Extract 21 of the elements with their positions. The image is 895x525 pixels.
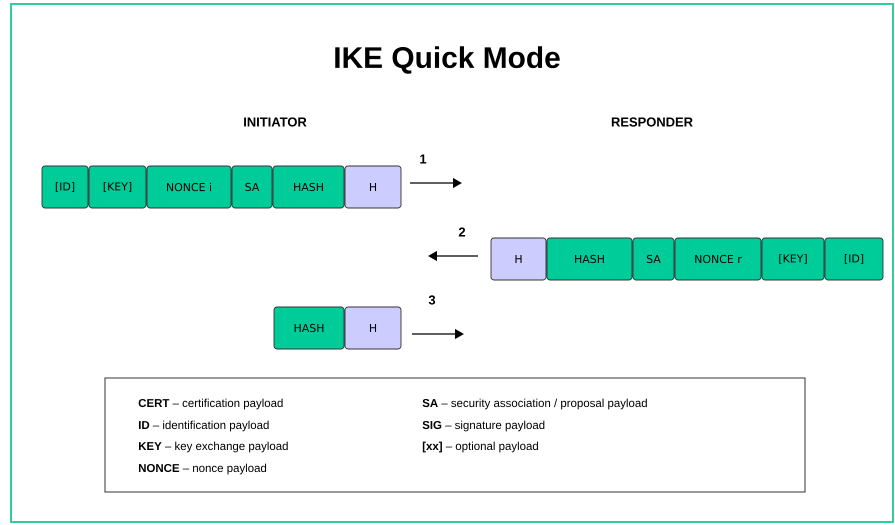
column-heading: RESPONDER (612, 117, 693, 127)
payload-box: H (490, 238, 546, 280)
payload-box: HASH (274, 306, 344, 350)
payload-box: NONCE r (674, 238, 762, 280)
column-heading: INITIATOR (244, 117, 307, 127)
step-number: 3 (428, 295, 436, 305)
payload-box: NONCE i (146, 166, 232, 208)
title: IKE Quick Mode (335, 46, 560, 74)
payload-box: [ID] (42, 166, 88, 208)
payload-box: H (344, 166, 402, 208)
payload-box: [ID] (824, 238, 884, 280)
payload-box: H (344, 306, 402, 350)
step-number: 1 (420, 154, 426, 164)
payload-box: [KEY] (762, 238, 824, 280)
payload-box: HASH (546, 238, 632, 280)
payload-box: SA (632, 238, 674, 280)
payload-box: HASH (272, 166, 344, 208)
step-number: 2 (458, 227, 466, 237)
payload-box: [KEY] (88, 166, 146, 208)
legend-box: CERT – certification payload ID – identification payload KEY – key exchange payload NONCE – nonce payload SA – security association / proposal payload SIG – signature payload [xx] – optional payload (104, 378, 806, 492)
payload-box: SA (232, 166, 272, 208)
